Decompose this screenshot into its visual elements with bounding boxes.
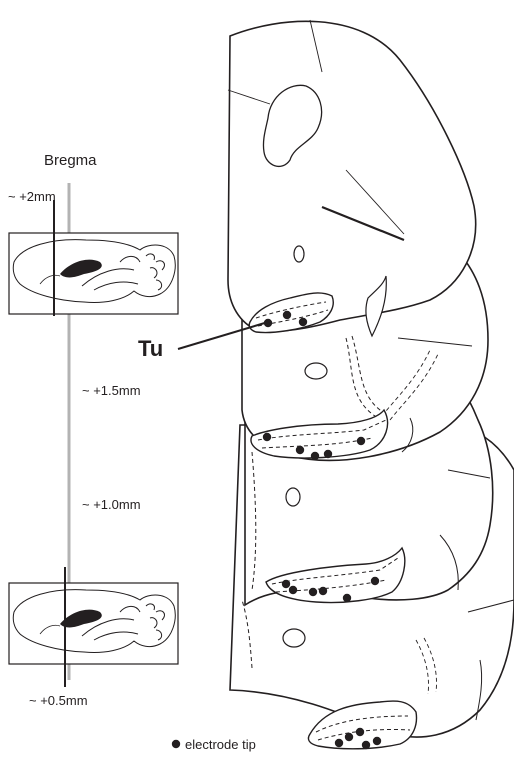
electrode-tip	[345, 733, 353, 741]
electrode-tip	[283, 311, 291, 319]
electrode-tip	[319, 587, 327, 595]
sagittal-inset-top	[9, 233, 178, 314]
electrode-tip	[311, 452, 319, 460]
coronal-section-1	[228, 20, 476, 336]
electrode-tip	[343, 594, 351, 602]
electrode-tip	[282, 580, 290, 588]
electrode-tip	[373, 737, 381, 745]
electrode-tip	[299, 318, 307, 326]
level-label-1-0mm: ~ +1.0mm	[82, 497, 141, 512]
electrode-tip	[289, 586, 297, 594]
electrode-tip	[335, 739, 343, 747]
legend-label: electrode tip	[185, 737, 256, 752]
electrode-tip	[296, 446, 304, 454]
electrode-tip	[362, 741, 370, 749]
electrode-tip	[357, 437, 365, 445]
electrode-tip	[371, 577, 379, 585]
sagittal-inset-bottom	[9, 583, 178, 664]
tu-label: Tu	[138, 336, 163, 361]
electrode-tip	[309, 588, 317, 596]
electrode-tip	[324, 450, 332, 458]
level-label-2mm: ~ +2mm	[8, 189, 56, 204]
level-label-0-5mm: ~ +0.5mm	[29, 693, 88, 708]
legend-electrode-icon	[172, 740, 180, 748]
level-label-1-5mm: ~ +1.5mm	[82, 383, 141, 398]
bregma-label: Bregma	[44, 152, 97, 169]
electrode-tip	[263, 433, 271, 441]
electrode-tip	[356, 728, 364, 736]
